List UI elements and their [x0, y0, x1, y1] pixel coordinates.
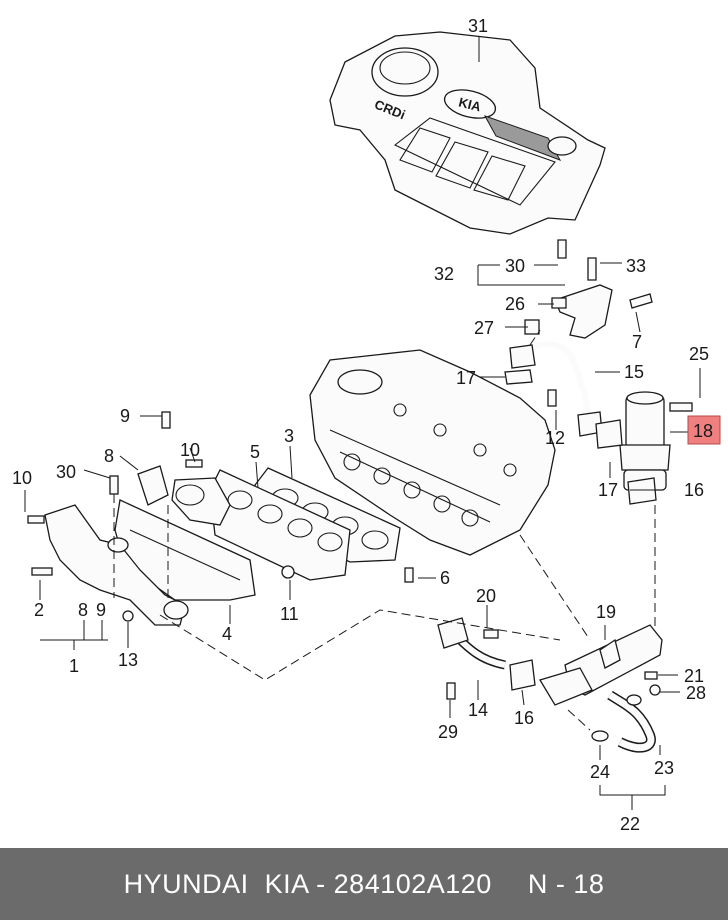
coolant-hose [591, 690, 656, 753]
callout-23: 23 [654, 758, 674, 778]
callout-33: 33 [626, 256, 646, 276]
callout-16-upper: 16 [684, 480, 704, 500]
callout-28: 28 [686, 683, 706, 703]
footer-bar: HYUNDAI KIA - 284102A120 N - 18 [0, 848, 728, 920]
egr-cooler [539, 624, 663, 706]
manifold-assembly [44, 504, 189, 626]
callout-16-lower: 16 [514, 708, 534, 728]
callout-9-top: 9 [120, 406, 130, 426]
part-number-text: HYUNDAI KIA - 284102A120 [123, 868, 492, 899]
gasket-16-lower [509, 659, 536, 691]
callout-17-upper: 17 [456, 368, 476, 388]
callout-1: 1 [69, 656, 79, 676]
callout-3: 3 [284, 426, 294, 446]
egr-valve [619, 391, 671, 491]
callout-21: 21 [684, 666, 704, 686]
mounting-bracket [551, 239, 653, 339]
diagram-reference-text: N - 18 [527, 868, 605, 899]
callout-8-bottom: 8 [78, 600, 88, 620]
gasket-17-lower [595, 419, 623, 449]
callout-27: 27 [474, 318, 494, 338]
callouts: 31 30 33 32 26 7 27 25 17 15 9 10 18 12 … [12, 16, 713, 834]
callout-31: 31 [468, 16, 488, 36]
callout-30-left: 30 [56, 462, 76, 482]
callout-17-lower: 17 [598, 480, 618, 500]
callout-7: 7 [632, 332, 642, 352]
exhaust-manifold [114, 477, 256, 601]
callout-6: 6 [440, 568, 450, 588]
callout-12: 12 [545, 428, 565, 448]
callout-26: 26 [505, 294, 525, 314]
callout-11: 11 [280, 604, 299, 624]
gasket-17-upper [504, 369, 533, 385]
egr-pipe-lower [437, 617, 506, 670]
callout-8-top: 8 [104, 446, 114, 466]
reference-lines [113, 329, 656, 731]
callout-2: 2 [34, 600, 44, 620]
callout-5: 5 [250, 442, 260, 462]
cover-mesh [483, 115, 562, 161]
callout-20: 20 [476, 586, 496, 606]
callout-24: 24 [590, 762, 610, 782]
callout-22: 22 [620, 814, 640, 834]
leader-lines [24, 36, 701, 810]
callout-14: 14 [468, 700, 488, 720]
gasket-16-upper [627, 477, 657, 505]
callout-30-top: 30 [505, 256, 525, 276]
intake-gaskets [209, 467, 401, 581]
callout-15: 15 [624, 362, 644, 382]
cover-logo-text: KIA [457, 94, 483, 114]
callout-10-mid: 10 [180, 440, 200, 460]
callout-10-left: 10 [12, 468, 32, 488]
engine-cover: KIA CRDi [329, 31, 606, 235]
callout-19: 19 [596, 602, 616, 622]
exploded-parts-diagram: KIA CRDi [12, 16, 721, 834]
callout-25: 25 [689, 344, 709, 364]
part-18-highlight [687, 415, 721, 445]
callout-4: 4 [222, 624, 232, 644]
cylinder-head [309, 349, 556, 556]
callout-18: 18 [693, 421, 713, 441]
fasteners [27, 319, 693, 700]
callout-9-bottom: 9 [96, 600, 106, 620]
callout-13: 13 [118, 650, 138, 670]
callout-32: 32 [434, 264, 454, 284]
callout-29: 29 [438, 722, 458, 742]
